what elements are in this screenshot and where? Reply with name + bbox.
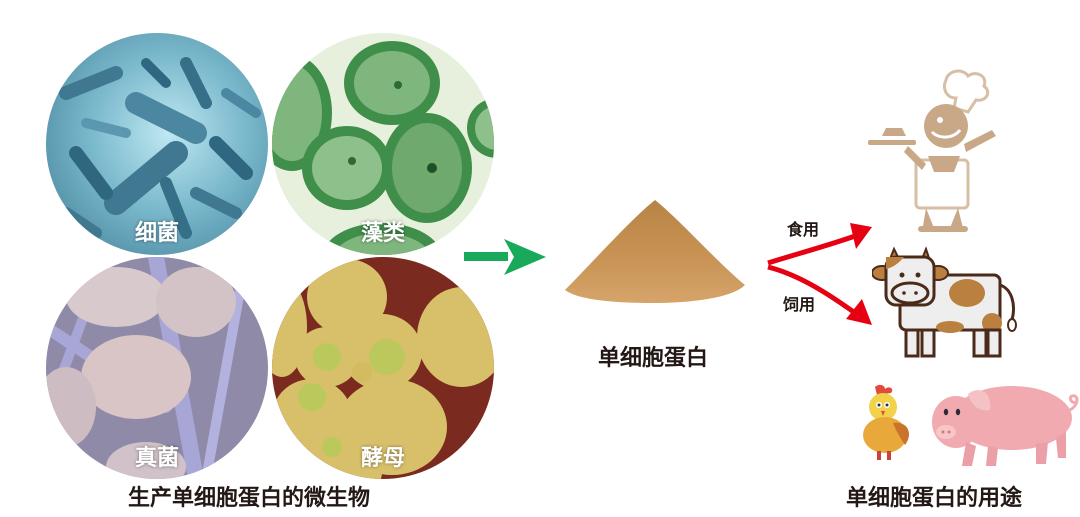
algae-circle: 藻类 xyxy=(272,33,494,255)
fungi-label: 真菌 xyxy=(134,446,179,471)
food-use-label: 食用 xyxy=(787,220,820,239)
yeast-image xyxy=(272,259,494,479)
product-label: 单细胞蛋白 xyxy=(598,346,709,371)
pig-icon xyxy=(932,386,1079,466)
bacteria-label: 细菌 xyxy=(134,221,179,246)
cow-icon xyxy=(872,246,1017,358)
chef-icon xyxy=(868,69,996,232)
green-arrow-icon xyxy=(464,239,546,275)
feed-use-label: 饲用 xyxy=(783,295,816,314)
uses-caption: 单细胞蛋白的用途 xyxy=(846,486,1023,511)
algae-image xyxy=(272,41,494,255)
yeast-label: 酵母 xyxy=(360,446,405,471)
protein-powder-image xyxy=(565,200,745,303)
fungi-image xyxy=(46,257,251,479)
algae-label: 藻类 xyxy=(360,221,405,246)
bacteria-circle: 细菌 xyxy=(46,33,268,255)
fungi-circle: 真菌 xyxy=(46,257,268,479)
yeast-circle: 酵母 xyxy=(272,257,494,479)
chicken-icon xyxy=(863,384,909,460)
microbes-caption: 生产单细胞蛋白的微生物 xyxy=(128,486,371,511)
bacteria-image xyxy=(59,57,261,239)
red-branch-arrows-icon xyxy=(767,223,872,325)
